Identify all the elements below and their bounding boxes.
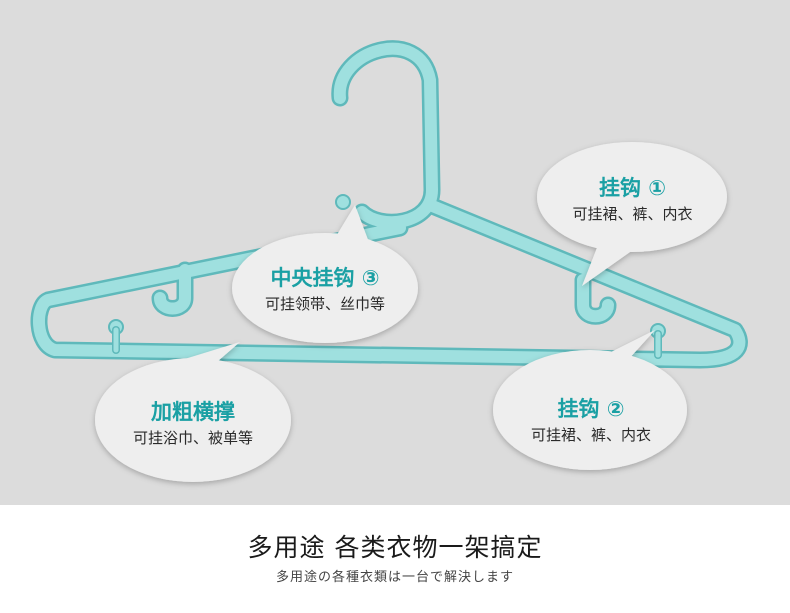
caption-headline: 多用途 各类衣物一架搞定 <box>247 533 543 562</box>
hanger <box>30 40 748 369</box>
caption-subline: 多用途の各種衣類は一台で解決します <box>275 570 514 585</box>
callout-bubble-center-hook <box>232 205 418 343</box>
callout-bubble-hook2 <box>493 330 687 470</box>
callout-hook2: 挂钩 ② 可挂裙、裤、内衣 <box>500 397 682 445</box>
callout-bubble-crossbar <box>95 342 291 482</box>
callout-description: 可挂领带、丝巾等 <box>264 295 385 313</box>
callout-title: 加粗横撑 <box>151 400 235 424</box>
callout-bubble-hook1 <box>537 142 727 286</box>
callout-description: 可挂裙、裤、内衣 <box>530 426 651 444</box>
callout-crossbar: 加粗横撑 可挂浴巾、被单等 <box>100 400 286 448</box>
callout-center-hook: 中央挂钩 ③ 可挂领带、丝巾等 <box>237 266 413 314</box>
callout-description: 可挂浴巾、被单等 <box>132 429 253 447</box>
product-scene <box>0 0 790 505</box>
callout-title: 中央挂钩 ③ <box>270 266 380 290</box>
callout-hook1: 挂钩 ① 可挂裙、裤、内衣 <box>545 176 720 224</box>
callout-title: 挂钩 ② <box>557 397 625 421</box>
hanger-knob <box>335 194 351 210</box>
callout-description: 可挂裙、裤、内衣 <box>572 205 693 223</box>
callout-title: 挂钩 ① <box>598 176 667 200</box>
